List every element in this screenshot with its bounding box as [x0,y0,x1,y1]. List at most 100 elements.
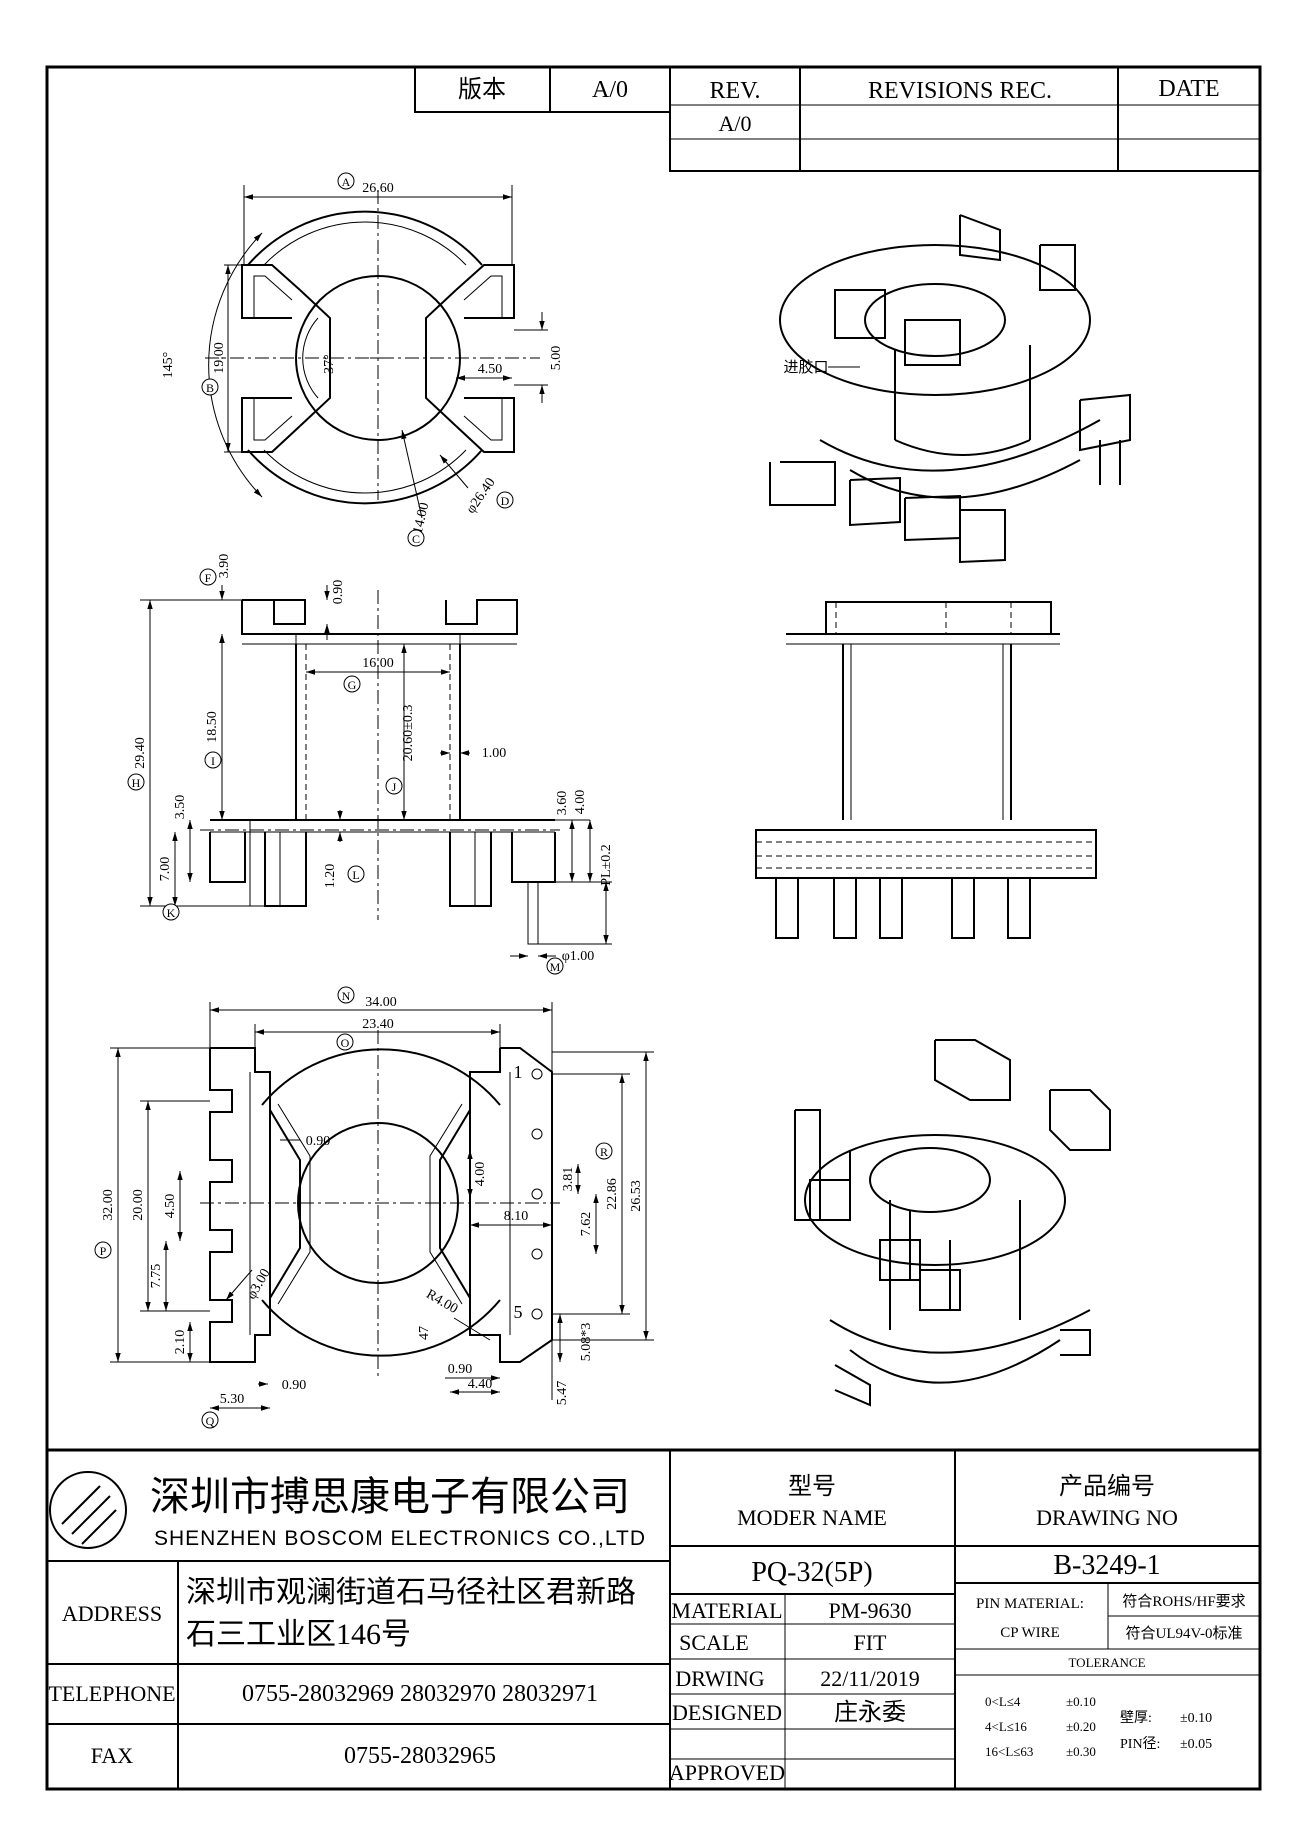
rohs-note: 符合ROHS/HF要求 [1122,1593,1245,1610]
ul-note: 符合UL94V-0标准 [1126,1625,1243,1642]
tol-row2-val: ±0.20 [1066,1719,1096,1734]
dim-19-00: 19.00 [212,342,227,374]
dim-4-40: 4.40 [468,1377,493,1392]
callout-i: I [211,754,215,768]
dim-0-90-left: 0.90 [282,1378,307,1393]
dim-20-00: 20.00 [131,1189,146,1221]
title-block: 深圳市搏思康电子有限公司 SHENZHEN BOSCOM ELECTRONICS… [47,1448,1260,1789]
pin-dia-label: PIN径: [1120,1736,1160,1752]
tol-row1-val: ±0.10 [1066,1694,1096,1709]
side-elevation [755,601,1097,939]
designed-value: 庄永委 [834,1699,906,1726]
callout-f: F [205,571,212,585]
callout-b: B [206,381,214,395]
dim-7-75: 7.75 [149,1264,164,1289]
dim-3-60: 3.60 [555,791,570,816]
tol-row3: 16<L≤63 [985,1744,1033,1759]
callout-j: J [392,780,397,794]
fax-label: FAX [91,1743,133,1768]
fax-value: 0755-28032965 [344,1743,496,1769]
iso-view-bottom [794,1039,1111,1407]
dim-4-50-bottom: 4.50 [163,1194,178,1219]
bottom-view: 34.00 23.40 32.00 20.00 4.50 7.75 2.10 φ… [94,986,654,1429]
dim-3-81: 3.81 [561,1167,576,1192]
top-view: 26.60 19.00 145° 37° 4.50 5.00 φ14.00 φ2… [161,172,564,547]
version-label: 版本 [458,76,506,103]
dim-7-00: 7.00 [158,857,173,882]
dim-5-08x3: 5.08*3 [579,1323,594,1362]
dim-5-00: 5.00 [549,346,564,371]
dim-3-50: 3.50 [173,795,188,820]
dim-1-00: 1.00 [482,746,507,761]
dim-37-deg: 37° [322,354,337,374]
pin-dia-val: ±0.05 [1180,1737,1212,1752]
dim-4-00-front: 4.00 [573,790,588,815]
revision-block: 版本 A/0 REV. REVISIONS REC. DATE A/0 [414,66,1261,172]
dim-26-60: 26.60 [362,181,394,196]
callout-k: K [167,906,176,920]
model-label-en: MODER NAME [737,1505,887,1530]
wall-val: ±0.10 [1180,1711,1212,1726]
front-view: 29.40 18.50 3.90 0.90 16.00 20.60±0.3 1.… [127,554,614,975]
model-value: PQ-32(5P) [751,1557,872,1588]
dim-20-60: 20.60±0.3 [401,705,416,762]
callout-a: A [342,175,351,189]
dim-22-86: 22.86 [605,1178,620,1210]
iso-view-top: 进胶口 [769,214,1131,564]
pin-label-1: 1 [514,1062,523,1082]
callout-n: N [342,989,351,1003]
callout-d: D [501,494,510,508]
dim-32-00: 32.00 [101,1189,116,1221]
dim-5-30: 5.30 [220,1392,245,1407]
callout-p: P [100,1244,107,1258]
drawing-date-label: DRWING [675,1666,764,1691]
dim-phi-1-00: φ1.00 [562,949,595,964]
material-value: PM-9630 [828,1598,911,1623]
wall-label: 壁厚: [1120,1710,1152,1726]
dim-2-10: 2.10 [173,1330,188,1355]
address-label: ADDRESS [62,1601,162,1626]
dim-34-00: 34.00 [365,995,397,1010]
callout-o: O [341,1036,350,1050]
date-header: DATE [1158,76,1219,102]
version-value: A/0 [592,77,628,103]
dim-pl: PL±0.2 [599,844,614,886]
drawing-label-cn: 产品编号 [1059,1473,1155,1500]
dim-16-00: 16.00 [362,656,394,671]
dim-8-10: 8.10 [504,1209,529,1224]
drawing-date-value: 22/11/2019 [820,1666,919,1691]
dim-4-00-bottom: 4.00 [473,1162,488,1187]
callout-l: L [352,868,359,882]
dim-145-deg: 145° [161,352,176,379]
tolerance-label: TOLERANCE [1068,1655,1145,1670]
model-label-cn: 型号 [788,1473,836,1500]
pin-material-label: PIN MATERIAL: [976,1596,1084,1612]
rev-header: REV. [710,78,761,104]
dim-7-62: 7.62 [579,1212,594,1237]
rev-row-value: A/0 [719,111,752,136]
pin-label-5: 5 [514,1302,523,1322]
tol-row2: 4<L≤16 [985,1719,1027,1734]
callout-h: H [132,776,141,790]
revisions-header: REVISIONS REC. [868,78,1052,104]
tol-row1: 0<L≤4 [985,1694,1021,1709]
designed-label: DESIGNED [672,1700,782,1725]
dim-29-40: 29.40 [133,737,148,769]
dim-0-90-top: 0.90 [331,580,346,605]
telephone-label: TELEPHONE [48,1681,175,1706]
dim-phi-26-40: φ26.40 [464,475,499,516]
callout-q: Q [206,1414,215,1428]
scale-value: FIT [854,1630,888,1655]
dim-0-90-lower: 0.90 [448,1362,473,1377]
dim-18-50: 18.50 [205,711,220,743]
address-line1: 深圳市观澜街道石马径社区君新路 [186,1576,636,1609]
callout-r: R [600,1145,608,1159]
drawing-label-en: DRAWING NO [1036,1505,1178,1530]
company-name-cn: 深圳市搏思康电子有限公司 [150,1474,630,1519]
address-line2: 石三工业区146号 [186,1618,411,1651]
dim-3-90: 3.90 [217,554,232,579]
company-name-en: SHENZHEN BOSCOM ELECTRONICS CO.,LTD [154,1527,646,1550]
scale-label: SCALE [679,1630,749,1655]
approved-label: APPROVED [669,1760,785,1785]
